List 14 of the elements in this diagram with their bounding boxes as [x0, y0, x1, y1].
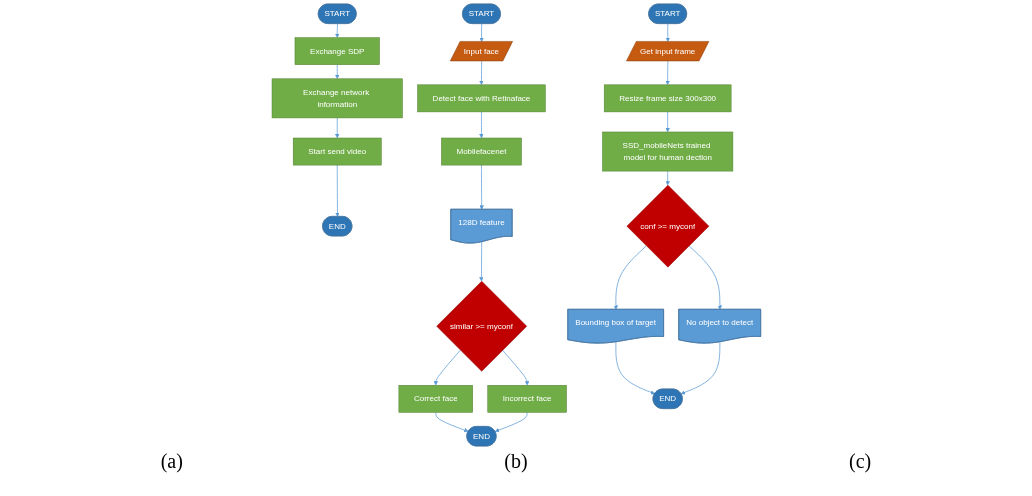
panel-label: (b) — [504, 450, 528, 473]
node-box: Incorrect face — [487, 385, 567, 413]
node-box: Mobilefacenet — [440, 137, 522, 166]
node-box: Detect face with Retinaface — [416, 84, 546, 113]
node-box: Exchange network information — [271, 78, 403, 119]
node-box: Resize frame size 300x300 — [603, 84, 732, 113]
panel-label: (c) — [849, 450, 872, 473]
node-diamond: similar >= myconf — [436, 280, 527, 372]
node-box: Start send video — [292, 137, 382, 166]
node-box: Correct face — [398, 385, 473, 413]
panel-label: (a) — [160, 450, 183, 473]
node-box: SSD_mobileNets trained model for human dection — [601, 131, 733, 172]
node-box: Exchange SDP — [294, 37, 380, 65]
node-diamond: conf >= myconf — [626, 184, 709, 268]
